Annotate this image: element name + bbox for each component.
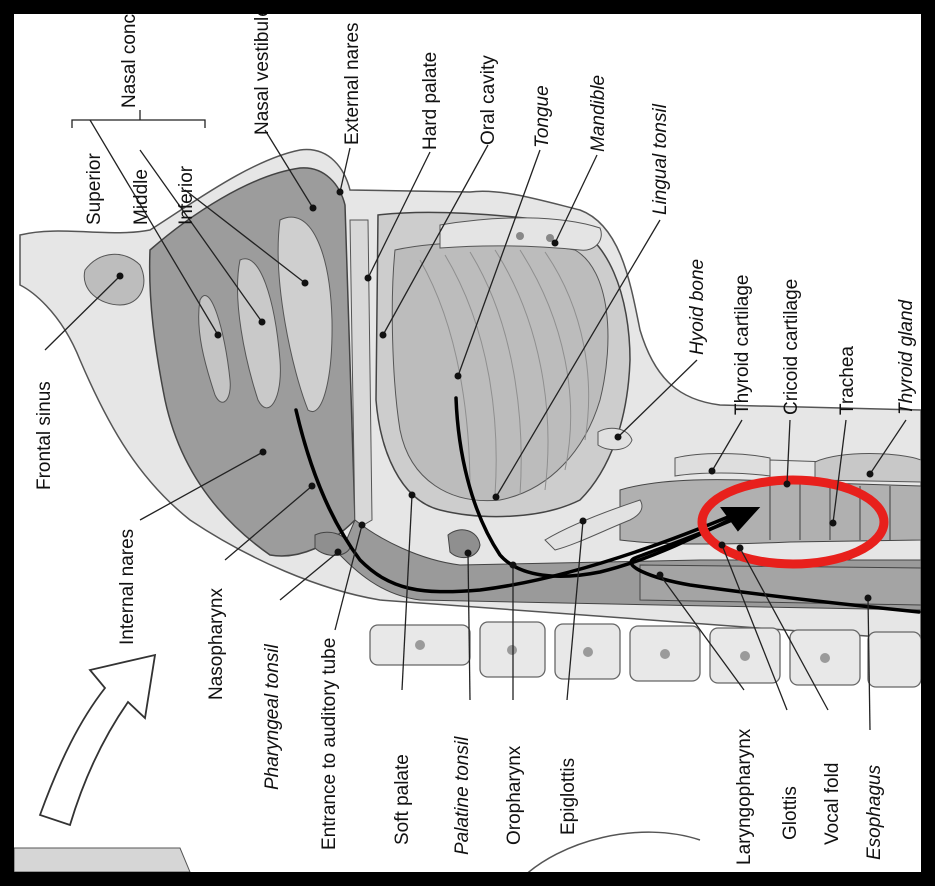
label-pharyngeal-tonsil: Pharyngeal tonsil xyxy=(262,643,283,790)
label-inferior: Inferior xyxy=(176,165,197,225)
lower-left-block xyxy=(14,848,190,872)
label-nasopharynx: Nasopharynx xyxy=(206,588,227,700)
label-entrance-auditory-tube: Entrance to auditory tube xyxy=(319,638,340,850)
label-soft-palate: Soft palate xyxy=(392,754,413,845)
label-thyroid-gland: Thyroid gland xyxy=(896,298,917,415)
label-palatine-tonsil: Palatine tonsil xyxy=(452,736,473,855)
label-internal-nares: Internal nares xyxy=(117,529,138,645)
chest-outline xyxy=(520,832,700,880)
label-superior: Superior xyxy=(84,153,105,225)
label-trachea: Trachea xyxy=(837,346,858,415)
label-esophagus: Esophagus xyxy=(864,764,885,860)
label-laryngopharynx: Laryngopharynx xyxy=(734,728,755,865)
thyroid-cartilage-shape xyxy=(675,454,770,477)
mandible-marrow-1 xyxy=(516,232,524,240)
label-glottis: Glottis xyxy=(780,786,801,840)
label-external-nares: External nares xyxy=(342,22,363,145)
label-tongue: Tongue xyxy=(532,85,553,148)
label-lingual-tonsil: Lingual tonsil xyxy=(650,103,671,215)
orientation-arrow-icon xyxy=(40,655,155,825)
label-oral-cavity: Oral cavity xyxy=(478,55,499,145)
label-middle: Middle xyxy=(131,169,152,225)
label-hard-palate: Hard palate xyxy=(420,52,441,150)
label-hyoid-bone: Hyoid bone xyxy=(687,259,708,355)
label-mandible: Mandible xyxy=(588,75,609,152)
label-nasal-vestibule: Nasal vestibule xyxy=(252,6,273,135)
thyroid-gland-shape xyxy=(815,454,921,483)
label-vocal-fold: Vocal fold xyxy=(822,763,843,845)
label-thyroid-cartilage: Thyroid cartilage xyxy=(732,275,753,415)
label-epiglottis: Epiglottis xyxy=(558,758,579,835)
label-cricoid-cartilage: Cricoid cartilage xyxy=(781,279,802,415)
label-nasal-conchae: Nasal conchae xyxy=(119,0,140,108)
label-frontal-sinus: Frontal sinus xyxy=(34,381,55,490)
label-oropharynx: Oropharynx xyxy=(504,745,525,845)
vertebral-column xyxy=(370,622,921,687)
